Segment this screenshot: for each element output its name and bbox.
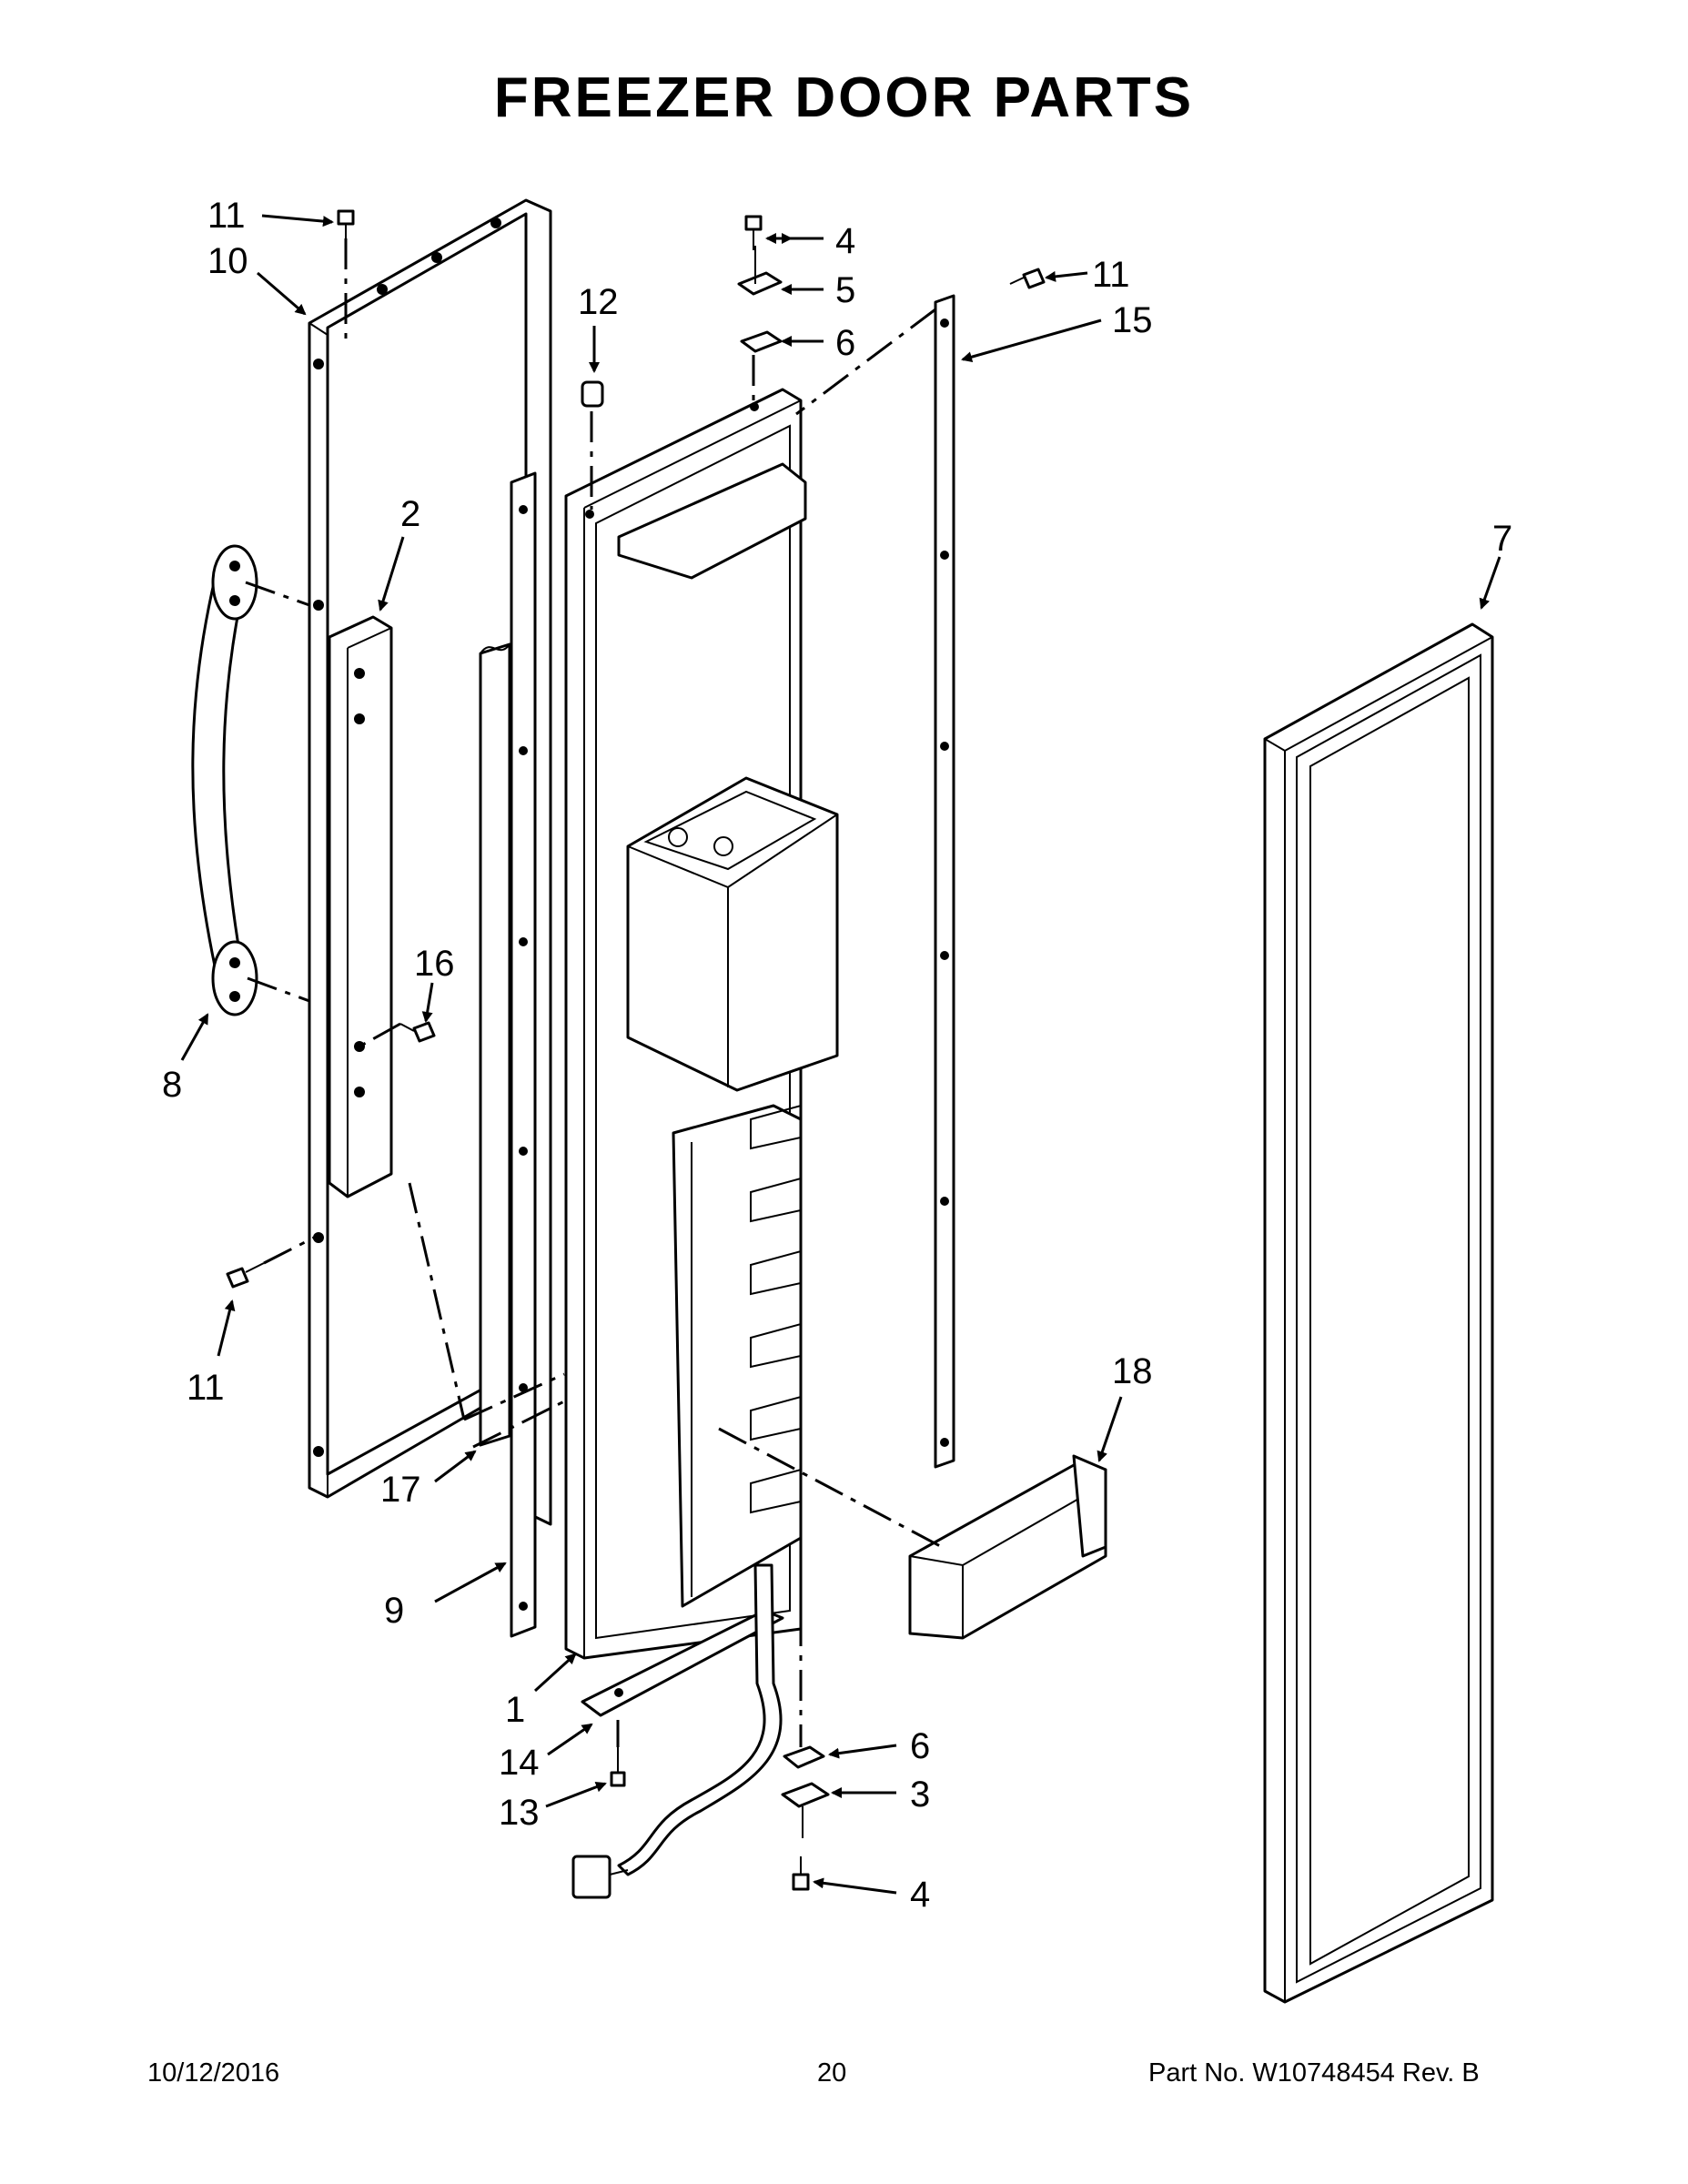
part-11-screw-left <box>226 1262 265 1289</box>
callout-18: 18 <box>1112 1351 1153 1391</box>
callout-6-top: 6 <box>835 323 855 363</box>
page-title: FREEZER DOOR PARTS <box>493 66 1195 129</box>
part-12-plug <box>581 380 604 408</box>
part-13-screw <box>610 1747 626 1787</box>
callout-8: 8 <box>162 1065 182 1105</box>
part-5-hinge-pin <box>737 246 783 296</box>
part-17-trim-strip <box>479 642 511 1447</box>
callout-7: 7 <box>1492 519 1512 559</box>
assembly-lines <box>245 238 943 1747</box>
callout-12: 12 <box>578 282 619 322</box>
part-7-door-gasket <box>1263 622 1494 2004</box>
callout-4-bottom: 4 <box>910 1875 930 1915</box>
footer-part-number: Part No. W10748454 Rev. B <box>1148 2058 1480 2088</box>
callout-1: 1 <box>505 1690 525 1730</box>
leader-lines <box>180 214 1501 1895</box>
part-8-door-handle <box>191 544 258 1016</box>
callout-11-top-left: 11 <box>207 196 246 236</box>
part-6-shim-top <box>740 330 783 353</box>
part-18-door-bin <box>908 1454 1107 1640</box>
callout-labels: 11 10 4 5 6 12 11 15 7 2 16 8 11 17 9 1 … <box>162 196 1512 1915</box>
callout-5: 5 <box>835 270 855 310</box>
footer-page-number: 20 <box>817 2058 847 2088</box>
footer-date: 10/12/2016 <box>147 2058 280 2088</box>
callout-14: 14 <box>499 1743 540 1783</box>
callout-4-top: 4 <box>835 221 855 261</box>
callout-15: 15 <box>1112 300 1153 340</box>
callout-16: 16 <box>414 944 455 984</box>
part-11-screw-top-left <box>337 209 355 238</box>
part-14-bottom-hinge-bracket <box>581 1609 784 1717</box>
callout-11-top-right: 11 <box>1092 255 1130 295</box>
part-4-screw-bottom <box>792 1856 810 1891</box>
part-16-screw <box>399 1021 436 1043</box>
callout-11-left: 11 <box>187 1368 225 1408</box>
callout-2: 2 <box>400 494 420 534</box>
callout-10: 10 <box>207 241 248 281</box>
callout-6-bottom: 6 <box>910 1726 930 1766</box>
callout-13: 13 <box>499 1793 540 1833</box>
part-15-hinge-side-strip <box>934 294 955 1469</box>
part-3-hinge-bottom <box>781 1782 830 1838</box>
part-4-screw-top <box>744 215 763 250</box>
callout-9: 9 <box>384 1591 404 1631</box>
part-1-freezer-door <box>564 388 839 1660</box>
part-9-side-trim <box>510 471 537 1638</box>
callout-17: 17 <box>380 1470 421 1510</box>
part-2-handle-bracket <box>328 615 393 1198</box>
part-11-screw-top-right <box>1009 268 1046 289</box>
wiring-harness <box>571 1563 783 1899</box>
part-6-shim-bottom <box>783 1745 825 1769</box>
callout-3: 3 <box>910 1774 930 1815</box>
